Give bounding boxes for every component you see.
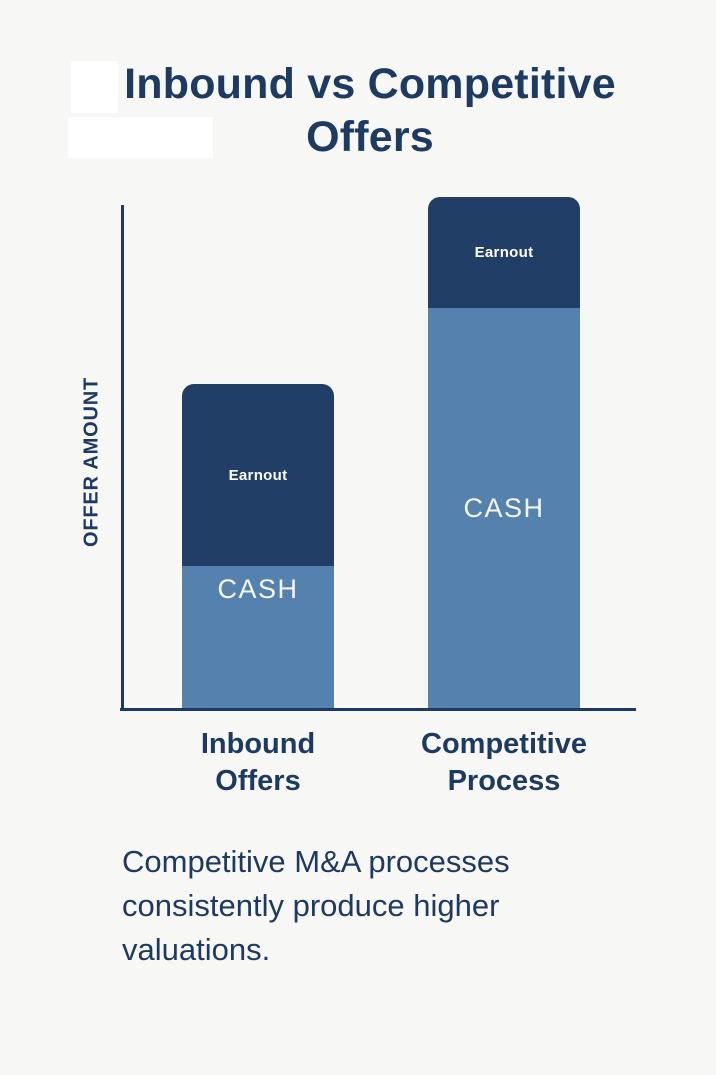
x-label-line2: Offers [215, 765, 301, 797]
x-label-inbound-offers: Inbound Offers [148, 726, 368, 800]
x-label-line1: Inbound [200, 728, 316, 760]
y-axis-label: OFFER AMOUNT [80, 377, 103, 547]
caption-line2: consistently produce higher [122, 888, 500, 923]
page-title-line2: Offers [306, 113, 434, 161]
x-label-competitive-process: Competitive Process [394, 726, 614, 800]
bar-inbound-cash-segment: CASH [182, 566, 334, 708]
bar-competitive-cash-segment: CASH [428, 308, 580, 708]
earnout-segment-label: Earnout [474, 244, 534, 262]
x-label-line2: Process [447, 765, 561, 797]
cash-segment-label: CASH [217, 574, 299, 605]
x-axis-line [120, 708, 636, 711]
whiteout-patch-1 [71, 61, 118, 113]
whiteout-patch-2 [68, 117, 213, 158]
caption-line3: valuations. [122, 932, 271, 967]
page-title-line1: Inbound vs Competitive [124, 60, 616, 108]
bar-inbound-earnout-segment: Earnout [182, 384, 334, 567]
y-axis-line [121, 205, 124, 711]
bar-competitive-earnout-segment: Earnout [428, 196, 580, 309]
cash-segment-label: CASH [463, 492, 545, 523]
bar-inbound-offers: Earnout CASH [182, 384, 334, 708]
bar-competitive-process: Earnout CASH [428, 196, 580, 708]
page-title: Inbound vs Competitive Offers [24, 58, 716, 164]
caption-text: Competitive M&A processes consistently p… [122, 840, 510, 972]
caption-line1: Competitive M&A processes [122, 844, 510, 879]
x-label-line1: Competitive [421, 728, 587, 760]
earnout-segment-label: Earnout [228, 466, 288, 484]
